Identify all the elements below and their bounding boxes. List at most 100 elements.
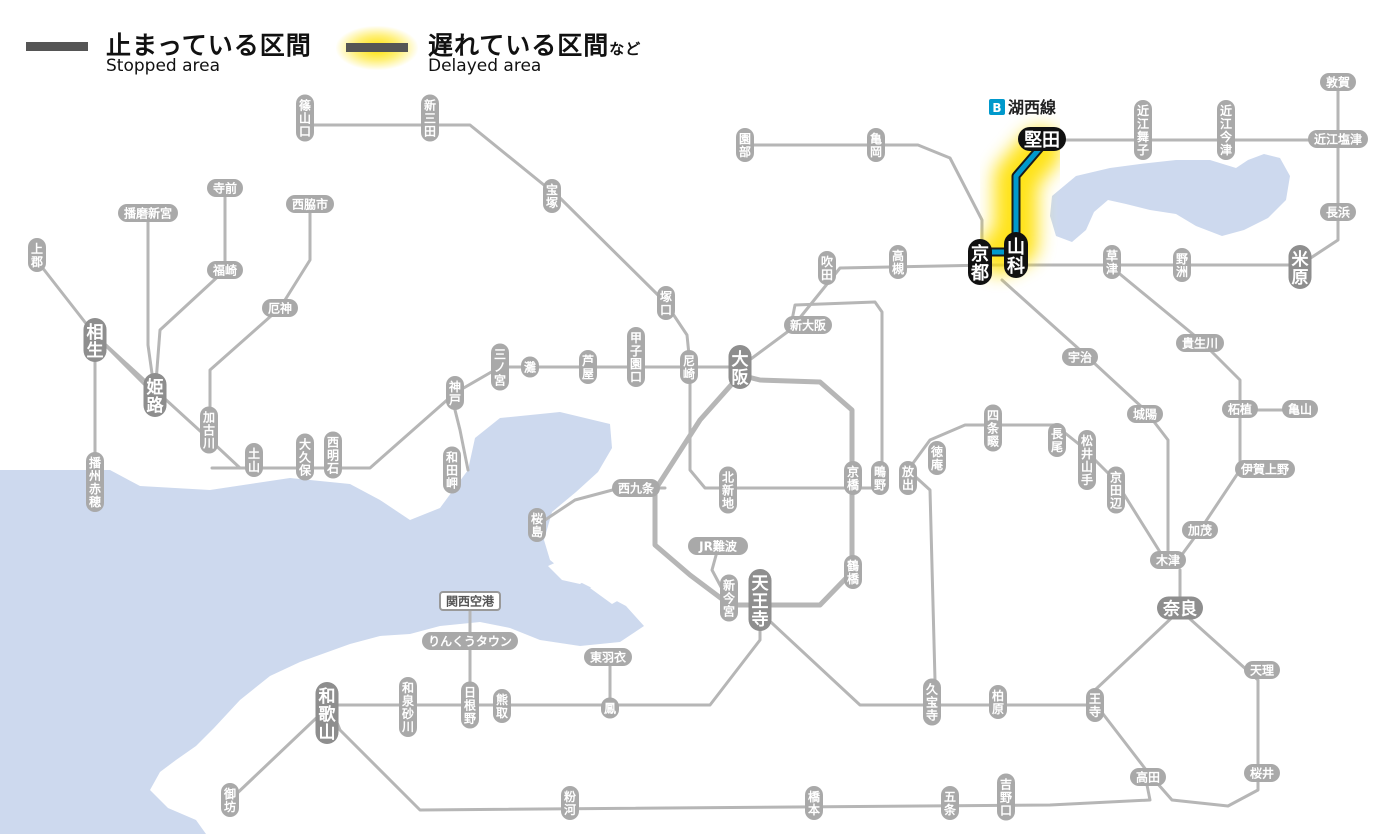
station-takatsuki[interactable]: 高槻 (889, 245, 907, 279)
station-kokawa[interactable]: 粉河 (561, 786, 579, 820)
station-himeji[interactable]: 姫路 (143, 373, 167, 417)
station-sakurai[interactable]: 桜井 (1244, 764, 1280, 782)
station-gobo[interactable]: 御坊 (221, 783, 239, 817)
station-kameyama[interactable]: 亀山 (1282, 400, 1318, 418)
station-shijonawate[interactable]: 四条畷 (984, 404, 1002, 452)
station-nishikujo-label: 西九条 (618, 481, 655, 496)
station-nara[interactable]: 奈良 (1157, 596, 1203, 620)
station-kusatsu[interactable]: 草津 (1103, 245, 1121, 279)
station-omiimazu[interactable]: 近江今津 (1217, 100, 1235, 160)
station-kyobashi[interactable]: 京橋 (844, 461, 862, 495)
station-kix[interactable]: 関西空港 (439, 591, 501, 611)
station-yasu[interactable]: 野洲 (1173, 248, 1191, 282)
station-tennoji[interactable]: 天王寺 (748, 569, 772, 631)
station-banshuako[interactable]: 播州赤穂 (86, 452, 104, 512)
station-takarazuka[interactable]: 宝塚 (543, 179, 561, 213)
station-tenri-label: 天理 (1250, 664, 1274, 678)
station-nada-label: 灘 (524, 360, 536, 375)
station-harimashingu[interactable]: 播磨新宮 (118, 204, 178, 222)
station-aioi[interactable]: 相生 (83, 318, 107, 362)
station-kobe[interactable]: 神戸 (446, 376, 464, 410)
station-banshuako-label: 播州赤穂 (88, 455, 102, 509)
station-nagao[interactable]: 長尾 (1048, 423, 1066, 457)
station-oji[interactable]: 王寺 (1086, 688, 1104, 722)
station-koshienguchi[interactable]: 甲子園口 (627, 327, 645, 387)
station-fukusaki[interactable]: 福崎 (207, 261, 243, 279)
station-yoshinoguchi[interactable]: 吉野口 (997, 773, 1015, 821)
station-higashihagoromo[interactable]: 東羽衣 (584, 648, 632, 666)
station-uji[interactable]: 宇治 (1062, 348, 1098, 366)
station-jrnamba-box (688, 537, 748, 555)
station-kakogawa[interactable]: 加古川 (200, 406, 218, 454)
station-sonobe[interactable]: 園部 (736, 128, 754, 162)
station-joyo[interactable]: 城陽 (1127, 405, 1163, 423)
station-nishiwakishi-box (286, 195, 334, 213)
station-tsuruhashi[interactable]: 鶴橋 (844, 555, 862, 589)
station-yamashina[interactable]: 山科 (1004, 232, 1028, 278)
station-tsuruga[interactable]: 敦賀 (1320, 73, 1356, 91)
station-yashiro[interactable]: 厄神 (262, 299, 298, 317)
station-tsukaguchi[interactable]: 塚口 (657, 286, 675, 320)
station-tsuchiyama[interactable]: 土山 (245, 443, 263, 477)
station-hineno[interactable]: 日根野 (461, 681, 479, 729)
station-kameoka[interactable]: 亀岡 (867, 128, 885, 162)
line-gakkentoshi (906, 423, 1167, 562)
station-kyoto[interactable]: 京都 (968, 239, 992, 285)
station-kitashinchi[interactable]: 北新地 (719, 466, 737, 514)
station-sasayamaguchi[interactable]: 篠山口 (296, 94, 314, 142)
station-kyotanabe[interactable]: 京田辺 (1107, 466, 1125, 514)
station-izumisunagawa[interactable]: 和泉砂川 (399, 677, 417, 737)
station-kokawa-box (561, 786, 579, 820)
station-shinsanda[interactable]: 新三田 (421, 94, 439, 142)
station-kyobashi-label: 京橋 (847, 464, 860, 492)
station-tokuan[interactable]: 徳庵 (928, 441, 946, 475)
station-kizu[interactable]: 木津 (1150, 551, 1186, 569)
station-nishikujo[interactable]: 西九条 (612, 479, 660, 497)
station-tsuge[interactable]: 柘植 (1222, 400, 1258, 418)
station-omishiotsu[interactable]: 近江塩津 (1308, 130, 1368, 148)
legend-delayed-swatch (346, 43, 408, 52)
station-nishikujo-box (612, 479, 660, 497)
station-kamo-box (1182, 521, 1218, 539)
station-katata[interactable]: 堅田 (1018, 127, 1066, 151)
station-gojo[interactable]: 五条 (941, 786, 959, 820)
station-takada[interactable]: 高田 (1130, 768, 1166, 786)
station-matsuiyamate[interactable]: 松井山手 (1078, 430, 1096, 490)
station-shinimamiya[interactable]: 新今宮 (720, 574, 738, 622)
station-hanaten[interactable]: 放出 (899, 461, 917, 495)
station-kamo[interactable]: 加茂 (1182, 521, 1218, 539)
station-teramae[interactable]: 寺前 (207, 179, 243, 197)
station-omimaiko[interactable]: 近江舞子 (1134, 100, 1152, 160)
station-kamo-label: 加茂 (1187, 523, 1212, 538)
station-kitashinchi-box (719, 466, 737, 514)
station-kibukawa[interactable]: 貴生川 (1176, 334, 1224, 352)
station-hashimoto[interactable]: 橋本 (805, 786, 823, 820)
port-island (548, 556, 626, 604)
station-kamigori[interactable]: 上郡 (28, 238, 46, 272)
station-okubo[interactable]: 大久保 (296, 433, 314, 481)
station-maibara[interactable]: 米原 (1288, 245, 1312, 289)
station-suita[interactable]: 吹田 (818, 251, 836, 285)
station-yamashina-box (1004, 232, 1028, 278)
station-ashiya[interactable]: 芦屋 (579, 350, 597, 384)
station-igaueno[interactable]: 伊賀上野 (1235, 460, 1295, 478)
station-nagahama[interactable]: 長浜 (1320, 203, 1356, 221)
station-tenri[interactable]: 天理 (1244, 661, 1280, 679)
station-kashiwara[interactable]: 柏原 (989, 685, 1007, 719)
station-shinosaka[interactable]: 新大阪 (784, 316, 832, 334)
station-shigino[interactable]: 鴫野 (871, 461, 889, 495)
station-otori[interactable]: 鳳 (601, 697, 619, 719)
station-sakurajima[interactable]: 桜島 (528, 508, 546, 542)
station-osaka[interactable]: 大阪 (728, 345, 752, 389)
station-nishiakashi[interactable]: 西明石 (324, 431, 342, 479)
station-wakayama[interactable]: 和歌山 (315, 682, 339, 744)
station-nishiwakishi[interactable]: 西脇市 (286, 195, 334, 213)
station-sannomiya[interactable]: 三ノ宮 (491, 343, 509, 391)
station-wadamisaki[interactable]: 和田岬 (443, 446, 461, 494)
station-jrnamba[interactable]: JR難波 (688, 537, 748, 555)
station-rinku[interactable]: りんくうタウン (422, 632, 518, 650)
station-kumatori[interactable]: 熊取 (493, 689, 511, 723)
station-amagasaki[interactable]: 尼崎 (680, 350, 698, 384)
station-kyuhoji[interactable]: 久宝寺 (923, 678, 941, 726)
station-nada[interactable]: 灘 (521, 356, 539, 378)
